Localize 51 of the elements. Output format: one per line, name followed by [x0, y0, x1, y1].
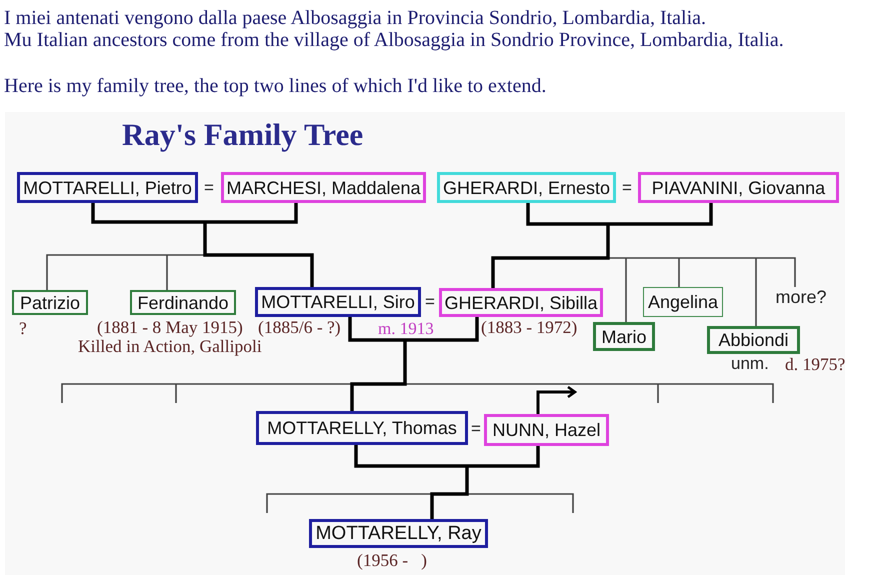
date-text: d. 1975?: [785, 356, 846, 374]
connector-line: [203, 222, 314, 287]
intro-text: I miei antenati vengono dalla paese Albosaggia in Provincia Sondrio, Lombardia, Italia.: [4, 8, 706, 28]
person-box: Angelina: [643, 287, 723, 317]
person-box: PIAVANINI, Giovanna: [638, 172, 839, 203]
person-box: Ferdinando: [130, 290, 236, 315]
connector-line: [166, 255, 168, 290]
note-text: ?: [19, 320, 27, 338]
diagram-title: Ray's Family Tree: [122, 119, 364, 150]
connector-line: [91, 203, 298, 224]
marriage-sign: =: [471, 420, 481, 437]
connector-line: [430, 466, 469, 519]
connector-line: [679, 257, 756, 259]
note-text: more?: [772, 287, 830, 307]
connector-line: [626, 257, 679, 259]
date-text: (1883 - 1972): [481, 319, 578, 336]
connector-line: [608, 257, 626, 259]
connector-line: [167, 254, 205, 256]
person-box: Patrizio: [12, 290, 88, 315]
person-box: Abbiondi: [707, 326, 800, 354]
connector-line: [678, 258, 680, 287]
date-text: (1885/6 - ?): [258, 319, 341, 336]
arrow: [536, 386, 576, 414]
person-box: Mario: [593, 322, 655, 351]
marriage-sign: =: [204, 179, 214, 196]
person-box: MOTTARELLI, Pietro: [17, 172, 198, 203]
note-text: unm.: [731, 355, 769, 372]
connector-line: [354, 445, 540, 468]
person-box: GHERARDI, Ernesto: [437, 172, 616, 203]
marriage-sign: =: [425, 293, 435, 310]
connector-line: [46, 254, 167, 290]
connector-line: [350, 340, 407, 411]
date-text: (1956 - ): [357, 552, 427, 570]
connector-line: [625, 258, 627, 322]
marriage-sign: =: [622, 179, 632, 196]
connector-line: [348, 317, 479, 342]
date-text: (1881 - 8 May 1915): [97, 319, 243, 336]
intro-text: Mu Italian ancestors come from the village of Albosaggia in Sondrio Province, Lombardia, Italia.: [4, 30, 784, 50]
person-box: GHERARDI, Sibilla: [439, 288, 603, 317]
note-text: Killed in Action, Gallipoli: [78, 338, 262, 356]
edge-label: m. 1913: [378, 320, 434, 337]
connector-line: [491, 224, 610, 288]
person-box: MOTTARELLI, Siro: [255, 287, 421, 317]
person-box: MOTTARELLY, Ray: [309, 519, 488, 548]
connector-line: [756, 257, 796, 287]
person-box: NUNN, Hazel: [484, 414, 609, 446]
intro-text: Here is my family tree, the top two lines of which I'd like to extend.: [4, 76, 546, 96]
connector-line: [526, 203, 713, 226]
connector-line: [755, 258, 757, 326]
person-box: MOTTARELLY, Thomas: [256, 411, 468, 445]
person-box: MARCHESI, Maddalena: [221, 172, 426, 203]
